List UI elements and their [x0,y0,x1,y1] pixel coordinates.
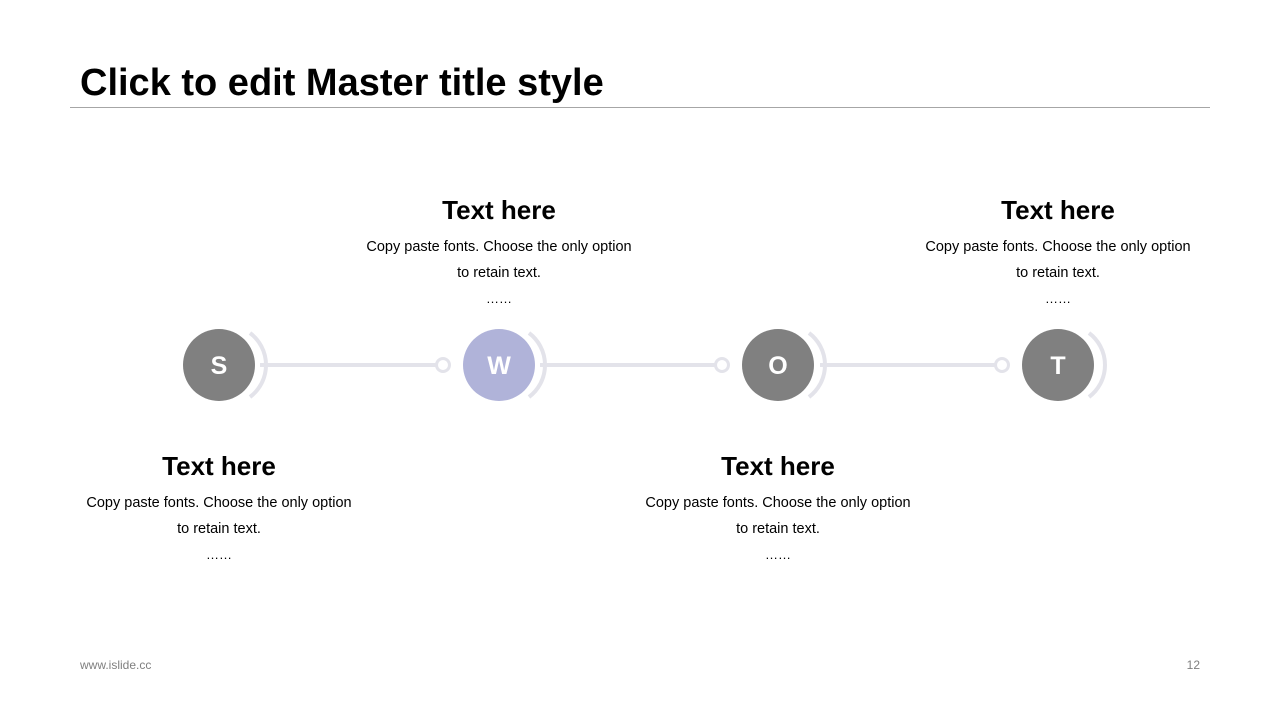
slide-title: Click to edit Master title style [80,62,604,104]
connector-end-dot-w [435,357,451,373]
step-body-line: to retain text. [1016,265,1100,281]
step-ellipsis: …… [486,291,512,306]
step-heading: Text here [442,195,556,225]
node-t [1022,329,1094,401]
step-body-line: Copy paste fonts. Choose the only option [925,239,1191,255]
node-arc-t [1087,331,1107,399]
node-arc-o [807,331,827,399]
title-divider [70,107,1210,108]
step-body-line: to retain text. [736,521,820,537]
node-w [463,329,535,401]
step-ellipsis: …… [765,547,791,562]
node-arc-s [248,331,268,399]
connector-end-dot-o [714,357,730,373]
step-heading: Text here [1001,195,1115,225]
footer-url: www.islide.cc [80,658,152,672]
step-body-line: Copy paste fonts. Choose the only option [645,495,911,511]
step-ellipsis: …… [206,547,232,562]
step-body-line: Copy paste fonts. Choose the only option [86,495,352,511]
node-letter-w: W [487,352,511,380]
step-heading: Text here [721,451,835,481]
node-o [742,329,814,401]
step-body-line: to retain text. [177,521,261,537]
step-ellipsis: …… [1045,291,1071,306]
step-text-o: Text here Copy paste fonts. Choose the o… [628,450,928,566]
step-heading: Text here [162,451,276,481]
step-body-line: to retain text. [457,265,541,281]
node-letter-o: O [768,352,787,380]
node-letter-t: T [1050,352,1065,380]
node-s [183,329,255,401]
node-letter-s: S [211,352,228,380]
step-body-line: Copy paste fonts. Choose the only option [366,239,632,255]
step-text-w: Text here Copy paste fonts. Choose the o… [349,194,649,310]
step-text-t: Text here Copy paste fonts. Choose the o… [908,194,1208,310]
page-number: 12 [1186,658,1200,672]
node-arc-w [527,331,547,399]
connector-end-dot-t [994,357,1010,373]
step-text-s: Text here Copy paste fonts. Choose the o… [69,450,369,566]
